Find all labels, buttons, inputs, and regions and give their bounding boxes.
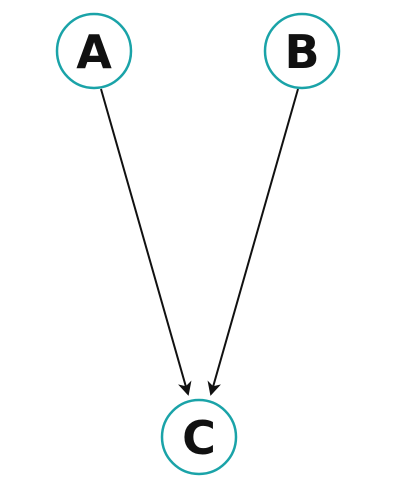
- node-c-circle: [160, 398, 238, 476]
- node-a-circle: [55, 12, 133, 90]
- edge-b-to-c: [207, 88, 299, 396]
- node-a: A: [55, 12, 133, 90]
- edge-a-to-c: [100, 88, 192, 396]
- node-b: B: [263, 12, 341, 90]
- node-c: C: [160, 398, 238, 476]
- node-b-circle: [263, 12, 341, 90]
- node-c-label: C: [182, 411, 216, 465]
- node-b-label: B: [284, 25, 319, 79]
- node-a-label: A: [76, 25, 112, 79]
